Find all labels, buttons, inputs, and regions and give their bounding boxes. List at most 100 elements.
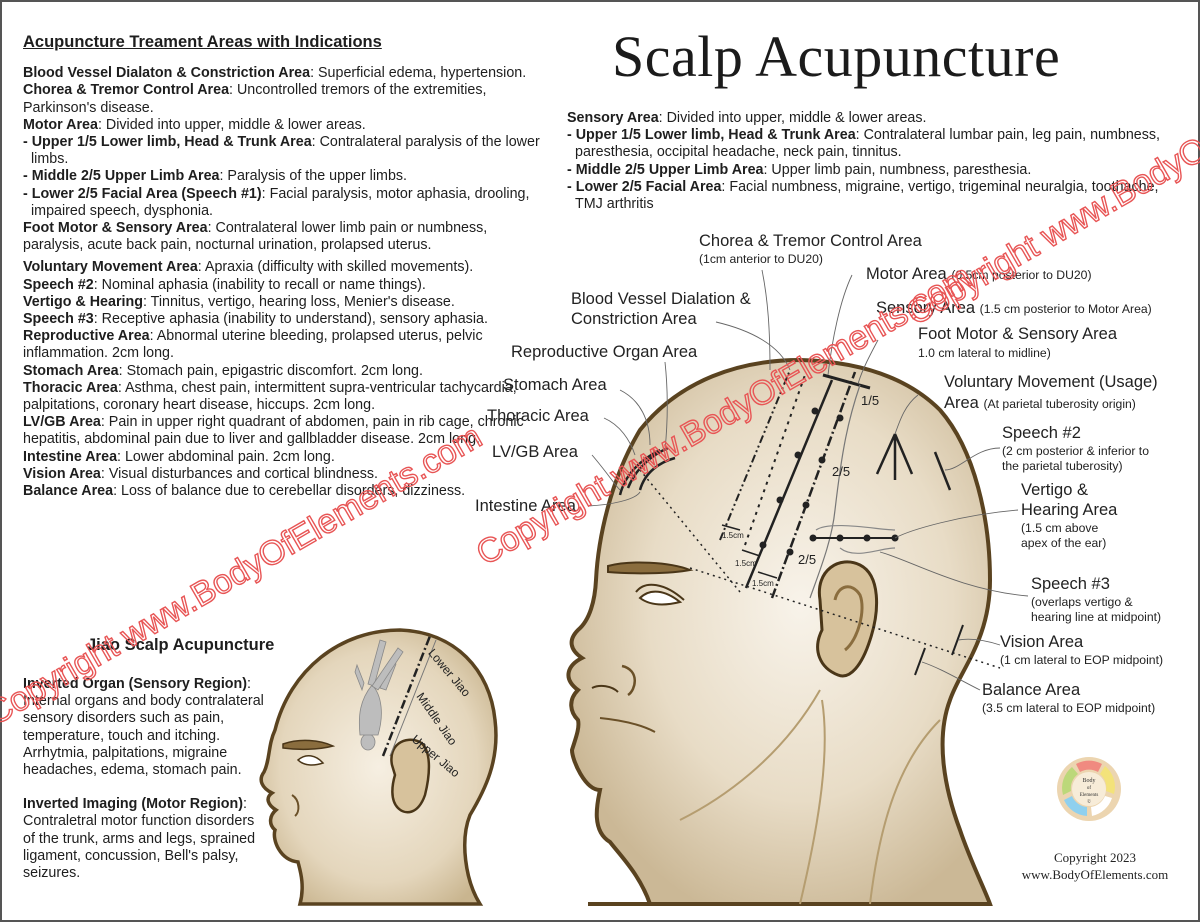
body-of-elements-logo: Body of Elements © [1057,757,1121,821]
indication-entry: Vision Area: Visual disturbances and cor… [23,466,543,483]
fraction-upper: 1/5 [861,393,880,408]
label-thoracic: Thoracic Area [487,407,589,425]
entry-text: : Superficial edema, hypertension. [310,65,527,82]
indications-heading: Acupuncture Treament Areas with Indicati… [23,33,382,51]
label-intestine: Intestine Area [475,497,576,515]
scalp-lines [587,269,1029,691]
fraction-lower: 2/5 [798,552,817,567]
label-voluntary-note: (At parietal tuberosity origin) [983,397,1136,411]
spacing-label: 1.5cm [735,559,757,568]
entry-term: Vision Area [23,465,101,482]
jiao-panel: Inverted Organ (Sensory Region): Interna… [23,676,268,899]
entry-text: : Contralateral lower limb pain or numbn… [23,220,488,254]
entry-term: Balance Area [23,483,114,500]
entry-text: : Lower abdominal pain. 2cm long. [117,448,335,465]
indication-entry: Foot Motor & Sensory Area: Contralateral… [23,220,543,254]
label-motor: Motor Area (0.5cm posterior to DU20) [866,265,1092,285]
main-head [566,269,1029,906]
label-speech2-note-2: the parietal tuberosity) [1002,459,1123,473]
label-voluntary-name: Area [944,394,979,412]
entry-term: Speech #3 [23,311,94,328]
inverted-body-figure [354,639,404,751]
label-speech3-note-2: hearing line at midpoint) [1031,610,1162,624]
entry-text: : Asthma, chest pain, intermittent supra… [23,379,517,414]
indication-entry: - Upper 1/5 Lower limb, Head & Trunk Are… [23,134,543,168]
sensory-entry: Sensory Area: Divided into upper, middle… [567,110,1187,127]
entry-text: : Internal organs and body contralateral… [23,676,264,779]
spacing-label: 1.5cm [722,531,744,540]
indication-entry: Intestine Area: Lower abdominal pain. 2c… [23,449,543,466]
indication-entry: Blood Vessel Dialaton & Constriction Are… [23,65,543,82]
indication-entry: Voluntary Movement Area: Apraxia (diffic… [23,259,543,276]
label-vision: Vision Area [1000,633,1084,651]
logo-text: © [1087,799,1091,805]
entry-term: - Middle 2/5 Upper Limb Area [567,161,764,178]
label-lvgb: LV/GB Area [492,443,578,461]
entry-text: : Uncontrolled tremors of the extremitie… [23,82,487,116]
entry-text: : Facial numbness, migraine, vertigo, tr… [575,178,1159,213]
label-vertigo-2: Hearing Area [1021,501,1118,519]
indications-panel: Acupuncture Treament Areas with Indicati… [23,33,543,500]
entry-term: Stomach Area [23,362,119,379]
entry-text: : Apraxia (difficulty with skilled movem… [197,259,474,276]
entry-term: Chorea & Tremor Control Area [23,82,230,99]
entry-term: Motor Area [23,116,98,133]
entry-term: Speech #2 [23,276,94,293]
entry-text: : Upper limb pain, numbness, paresthesia… [763,161,1032,178]
entry-term: - Middle 2/5 Upper Limb Area [23,168,220,185]
label-motor-note: (0.5cm posterior to DU20) [951,268,1092,282]
label-reproductive: Reproductive Organ Area [511,343,698,361]
label-foot-motor-note: 1.0 cm lateral to midline) [918,346,1051,360]
entry-text: : Contralateral lumbar pain, leg pain, n… [575,127,1161,161]
entry-term: Blood Vessel Dialaton & Constriction Are… [23,65,311,82]
label-speech3: Speech #3 [1031,575,1110,593]
fraction-middle: 2/5 [832,464,851,479]
indication-entry: Thoracic Area: Asthma, chest pain, inter… [23,380,543,414]
indication-entry: Speech #2: Nominal aphasia (inability to… [23,277,543,294]
indication-entry: LV/GB Area: Pain in upper right quadrant… [23,414,543,448]
label-sensory-name: Sensory Area [876,299,976,317]
indication-entry: Motor Area: Divided into upper, middle &… [23,117,543,134]
indication-entry: - Lower 2/5 Facial Area (Speech #1): Fac… [23,186,543,220]
sensory-panel: Sensory Area: Divided into upper, middle… [567,110,1187,213]
label-sensory-note: (1.5 cm posterior to Motor Area) [979,302,1152,316]
entry-term: Foot Motor & Sensory Area [23,220,208,237]
entry-term: Inverted Imaging (Motor Region) [23,796,244,813]
indication-entry: Stomach Area: Stomach pain, epigastric d… [23,363,543,380]
label-blood-vessel-2: Constriction Area [571,310,697,328]
entry-term: Thoracic Area [23,379,118,396]
entry-text: : Loss of balance due to cerebellar diso… [113,483,466,500]
entry-term: - Upper 1/5 Lower limb, Head & Trunk Are… [567,127,856,144]
label-foot-motor: Foot Motor & Sensory Area [918,325,1118,343]
entry-term: - Lower 2/5 Facial Area [567,178,722,195]
label-balance: Balance Area [982,681,1081,699]
entry-term: LV/GB Area [23,414,101,431]
label-speech2: Speech #2 [1002,424,1081,442]
label-vertigo-note-2: apex of the ear) [1021,536,1107,550]
label-blood-vessel-1: Blood Vessel Dialation & [571,290,751,308]
entry-term: Intestine Area [23,448,118,465]
indication-entry: Vertigo & Hearing: Tinnitus, vertigo, he… [23,294,543,311]
label-sensory: Sensory Area (1.5 cm posterior to Motor … [876,299,1152,319]
entry-term: Reproductive Area [23,328,150,345]
label-vertigo-note-1: (1.5 cm above [1021,521,1099,535]
spacing-label: 1.5cm [752,579,774,588]
jiao-title: Jiao Scalp Acupuncture [87,636,275,654]
label-chorea: Chorea & Tremor Control Area [699,232,922,250]
entry-text: : Stomach pain, epigastric discomfort. 2… [118,362,423,379]
label-speech2-note-1: (2 cm posterior & inferior to [1002,444,1149,458]
entry-text: : Contralateral paralysis of the lower l… [31,134,540,168]
page-title: Scalp Acupuncture [612,24,1061,89]
sensory-entry: - Lower 2/5 Facial Area: Facial numbness… [567,179,1187,213]
label-voluntary: Voluntary Movement (Usage) [944,373,1158,391]
label-chorea-note: (1cm anterior to DU20) [699,252,823,266]
copyright-block: Copyright 2023 www.BodyOfElements.com [1000,849,1190,883]
entry-term: Voluntary Movement Area [23,259,198,276]
copyright-year: Copyright 2023 [1054,850,1136,865]
label-stomach: Stomach Area [503,376,607,394]
indication-entry: Chorea & Tremor Control Area: Uncontroll… [23,82,543,116]
label-voluntary-2: Area (At parietal tuberosity origin) [944,394,1136,414]
entry-term: Inverted Organ (Sensory Region) [23,676,248,692]
jiao-entry: Inverted Organ (Sensory Region): Interna… [23,676,268,779]
entry-text: : Receptive aphasia (inability to unders… [93,311,488,328]
